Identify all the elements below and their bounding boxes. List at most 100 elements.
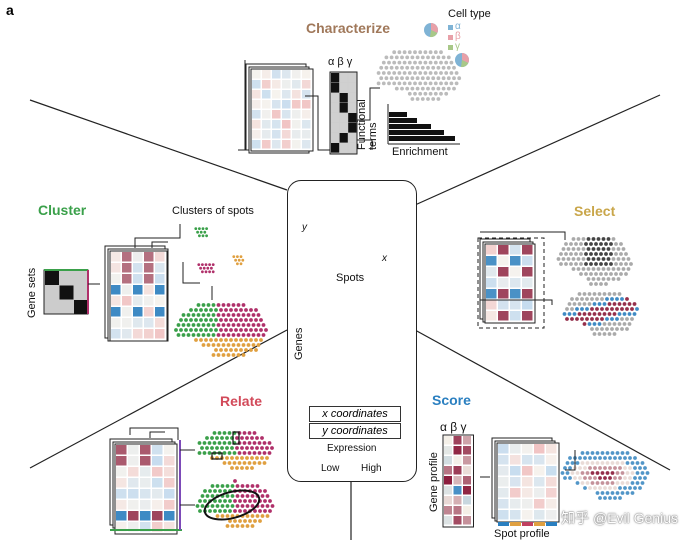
score-spot bbox=[608, 496, 612, 500]
score-spot bbox=[568, 466, 572, 470]
characterize-spot bbox=[407, 91, 412, 96]
score-spot bbox=[593, 466, 597, 470]
relate-spot-top bbox=[267, 451, 272, 455]
characterize-spot bbox=[384, 76, 389, 81]
characterize-spot bbox=[431, 55, 436, 60]
cluster-map-spot bbox=[209, 338, 213, 342]
select-spot-top bbox=[611, 237, 616, 241]
relate-cell-cell bbox=[116, 511, 127, 521]
cluster-map-spot bbox=[251, 323, 256, 327]
score-cell-cell bbox=[522, 444, 533, 454]
characterize-spot bbox=[405, 76, 410, 81]
characterize-spot bbox=[433, 91, 438, 96]
characterize-spot bbox=[394, 65, 399, 70]
relate-spot-top bbox=[230, 456, 234, 460]
select-spot-top bbox=[571, 237, 576, 241]
enrichment-bar bbox=[389, 124, 431, 129]
cluster-map-spot bbox=[254, 318, 258, 322]
relate-spot-top bbox=[247, 431, 252, 435]
characterize-cell-cell bbox=[292, 120, 301, 129]
characterize-spot bbox=[436, 65, 441, 70]
relate-spot-top bbox=[205, 446, 209, 450]
score-spot bbox=[620, 461, 625, 465]
cluster-cell-cell bbox=[122, 329, 132, 339]
relate-spot-bottom bbox=[245, 504, 250, 508]
relate-spot-bottom bbox=[215, 514, 220, 518]
relate-spot-top bbox=[227, 451, 232, 455]
cluster-map-spot bbox=[179, 318, 183, 322]
select-spot-top bbox=[594, 262, 598, 266]
relate-spot-bottom bbox=[233, 479, 237, 483]
select-dashed-frame bbox=[477, 237, 545, 329]
relate-cell-cell bbox=[152, 522, 163, 532]
select-spot-bottom bbox=[585, 297, 589, 301]
select-spot-bottom bbox=[625, 297, 629, 301]
score-spot bbox=[578, 476, 582, 480]
characterize-spot bbox=[449, 71, 454, 75]
relate-spot-top bbox=[252, 451, 257, 455]
relate-spot-top bbox=[207, 441, 212, 445]
characterize-spot bbox=[413, 71, 417, 75]
cluster-cell-cell bbox=[133, 318, 143, 328]
cluster-map-spot bbox=[206, 333, 211, 337]
characterize-spot bbox=[407, 50, 412, 55]
characterize-cell-cell bbox=[262, 100, 271, 109]
characterize-spot bbox=[418, 71, 423, 75]
relate-cell-cell bbox=[164, 456, 175, 466]
gene-profile-cell-cell bbox=[453, 486, 462, 495]
characterize-spot bbox=[397, 71, 402, 75]
score-cell-cell bbox=[522, 510, 533, 520]
relate-spot-top bbox=[202, 441, 207, 445]
relate-spot-top bbox=[245, 436, 249, 440]
relate-spot-top bbox=[252, 441, 257, 445]
characterize-spot bbox=[415, 86, 420, 91]
gene-sets-block-cell bbox=[59, 285, 74, 300]
score-spot bbox=[585, 461, 590, 465]
select-spot-top bbox=[611, 247, 616, 251]
cluster-dot-orange bbox=[239, 262, 243, 266]
gene-profile-label: Gene profile bbox=[428, 452, 440, 512]
cluster-map-spot bbox=[246, 323, 251, 327]
celltype-bar-cell bbox=[348, 143, 357, 153]
relate-spot-bottom bbox=[260, 504, 265, 508]
characterize-spot bbox=[449, 60, 454, 65]
relate-spot-bottom bbox=[230, 514, 235, 518]
score-spot bbox=[630, 471, 635, 475]
score-spot bbox=[618, 486, 622, 490]
select-spot-top bbox=[584, 242, 588, 246]
score-cell-cell bbox=[534, 466, 545, 476]
characterize-spot bbox=[423, 91, 428, 96]
characterize-spot bbox=[420, 76, 425, 81]
select-spot-top bbox=[594, 272, 598, 276]
score-spot bbox=[578, 466, 582, 470]
cluster-map-spot bbox=[231, 313, 236, 317]
cluster-map-spot bbox=[221, 323, 226, 327]
select-spot-bottom bbox=[632, 302, 637, 306]
characterize-spot bbox=[444, 91, 449, 96]
relate-spot-bottom bbox=[225, 514, 230, 518]
cluster-map-spot bbox=[186, 323, 191, 327]
spot-profile-strip bbox=[522, 522, 533, 526]
relate-spot-bottom bbox=[260, 514, 265, 518]
score-cell-cell bbox=[498, 444, 509, 454]
select-spot-bottom bbox=[622, 322, 627, 326]
select-spot-top bbox=[596, 237, 601, 241]
select-spot-top bbox=[586, 267, 591, 271]
relate-spot-bottom bbox=[230, 484, 235, 488]
relate-spot-bottom bbox=[243, 509, 247, 513]
select-spot-top bbox=[619, 242, 623, 246]
relate-spot-bottom bbox=[258, 489, 262, 493]
relate-spot-top bbox=[225, 446, 229, 450]
characterize-spot bbox=[441, 86, 446, 91]
score-spot bbox=[593, 476, 597, 480]
relate-spot-top bbox=[240, 466, 244, 470]
score-cell-cell bbox=[546, 466, 557, 476]
cluster-map-spot bbox=[204, 318, 208, 322]
cluster-map-spot bbox=[236, 323, 241, 327]
characterize-cell-cell bbox=[292, 70, 301, 79]
cluster-cell-cell bbox=[144, 318, 154, 328]
characterize-spot bbox=[439, 71, 443, 75]
score-spot bbox=[560, 471, 565, 475]
characterize-pies bbox=[424, 23, 469, 68]
score-cell-cell bbox=[534, 444, 545, 454]
